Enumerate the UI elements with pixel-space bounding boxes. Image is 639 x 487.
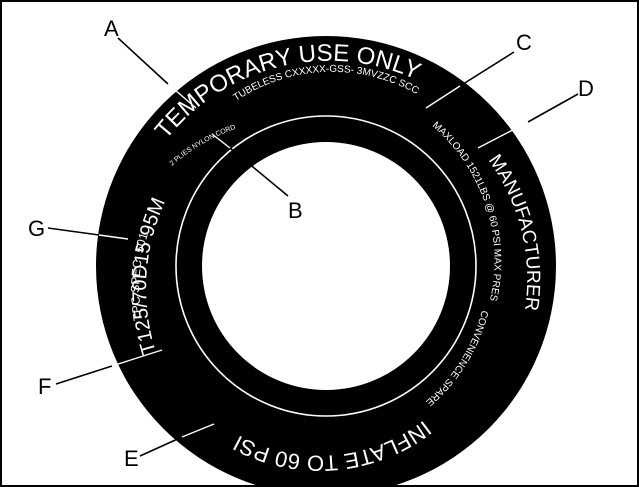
callout-g: G bbox=[28, 216, 45, 241]
leader-f-inner bbox=[111, 349, 163, 367]
leader-g-inner bbox=[98, 234, 129, 240]
leader-b-inner bbox=[211, 133, 231, 149]
leader-d-inner bbox=[477, 121, 529, 149]
leader-c-inner bbox=[425, 85, 461, 109]
leader-e bbox=[139, 436, 183, 457]
leader-g bbox=[47, 227, 100, 236]
leader-f bbox=[55, 365, 113, 385]
leader-a bbox=[117, 37, 169, 85]
leader-e-inner bbox=[181, 423, 215, 438]
leader-b bbox=[229, 147, 289, 197]
callout-e: E bbox=[124, 446, 139, 471]
tire-bead-line bbox=[175, 115, 477, 417]
leader-a-inner bbox=[167, 83, 197, 109]
callout-f: F bbox=[38, 374, 51, 399]
callout-d: D bbox=[578, 76, 594, 101]
rim-opening bbox=[202, 142, 450, 390]
leader-c bbox=[459, 51, 515, 87]
callout-a: A bbox=[104, 16, 119, 41]
callout-c: C bbox=[516, 30, 532, 55]
callout-b: B bbox=[288, 198, 303, 223]
leader-d bbox=[527, 93, 579, 123]
